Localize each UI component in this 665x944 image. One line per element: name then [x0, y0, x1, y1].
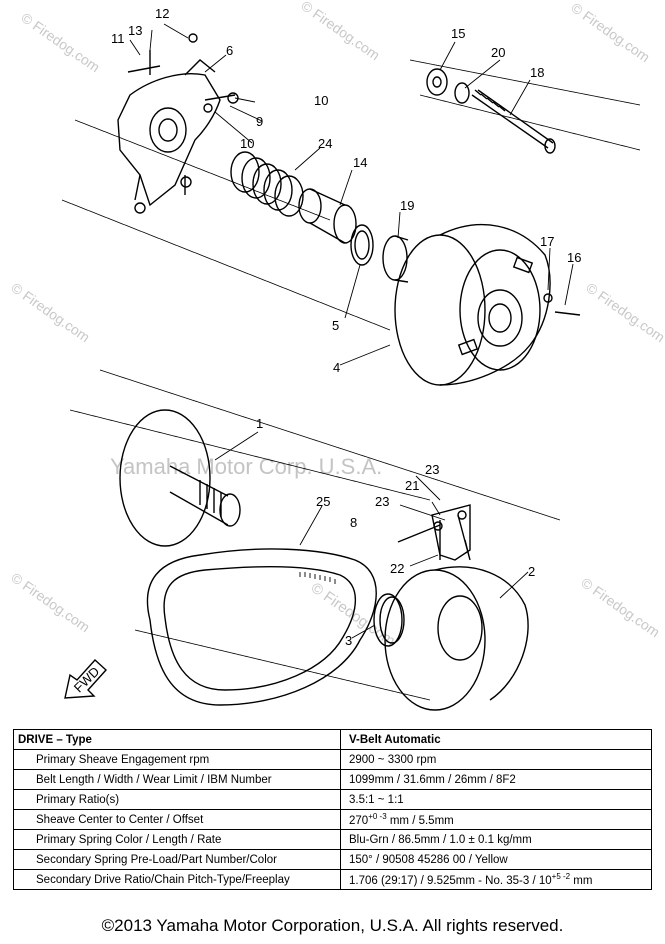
callout-22: 22	[390, 561, 404, 576]
secondary-fixed-sheave	[119, 409, 241, 547]
callout-numbers: 1 2 3 4 5 6 8 9 10 10 11 12 13 14 15 16 …	[111, 6, 581, 648]
callout-25: 25	[316, 494, 330, 509]
primary-sheave-drum	[394, 223, 581, 386]
callout-14: 14	[353, 155, 367, 170]
callout-4: 4	[333, 360, 340, 375]
watermark-site: © Firedog.com	[8, 569, 93, 635]
callout-8: 8	[350, 515, 357, 530]
callout-10: 10	[240, 136, 254, 151]
callout-15: 15	[451, 26, 465, 41]
bolt-assembly	[426, 68, 556, 154]
watermark-site: © Firedog.com	[8, 279, 93, 345]
spec-value: 1099mm / 31.6mm / 26mm / 8F2	[340, 769, 652, 790]
spec-value: 270	[349, 814, 369, 827]
spec-value-suffix: mm / 5.5mm	[386, 814, 454, 827]
drive-spec-table: DRIVE – Type V-Belt Automatic Primary Sh…	[13, 729, 652, 890]
spec-row: Belt Length / Width / Wear Limit / IBM N…	[13, 769, 652, 790]
spec-param: Primary Sheave Engagement rpm	[13, 749, 341, 770]
spec-param: Primary Spring Color / Length / Rate	[13, 829, 341, 850]
v-belt	[146, 548, 377, 706]
collar	[298, 188, 357, 244]
callout-6: 6	[226, 43, 233, 58]
exploded-parts-diagram: © Firedog.com © Firedog.com © Firedog.co…	[8, 0, 665, 711]
callout-12: 12	[155, 6, 169, 21]
callout-2: 2	[528, 564, 535, 579]
spec-param: Secondary Spring Pre-Load/Part Number/Co…	[13, 849, 341, 870]
callout-21: 21	[405, 478, 419, 493]
spec-row: Primary Sheave Engagement rpm 2900 ~ 330…	[13, 749, 652, 770]
spec-param: Sheave Center to Center / Offset	[13, 809, 341, 830]
spec-header-value: V-Belt Automatic	[340, 729, 652, 750]
callout-18: 18	[530, 65, 544, 80]
spec-value: 2900 ~ 3300 rpm	[340, 749, 652, 770]
callout-20: 20	[491, 45, 505, 60]
spec-value-cell: 1.706 (29:17) / 9.525mm - No. 35-3 / 10+…	[340, 869, 652, 890]
spec-param: Secondary Drive Ratio/Chain Pitch-Type/F…	[13, 869, 341, 890]
callout-5: 5	[332, 318, 339, 333]
callout-17: 17	[540, 234, 554, 249]
spec-value: Blu-Grn / 86.5mm / 1.0 ± 0.1 kg/mm	[340, 829, 652, 850]
watermark-site: © Firedog.com	[583, 279, 665, 345]
spec-value-cell: 270+0 -3 mm / 5.5mm	[340, 809, 652, 830]
primary-spring	[230, 151, 304, 217]
copyright-notice: ©2013 Yamaha Motor Corporation, U.S.A. A…	[101, 916, 564, 935]
spec-row: Sheave Center to Center / Offset 270+0 -…	[13, 809, 652, 830]
callout-24: 24	[318, 136, 332, 151]
callout-23: 23	[375, 494, 389, 509]
spec-tolerance: +5 -2	[551, 872, 571, 882]
spec-value: 3.5:1 ~ 1:1	[340, 789, 652, 810]
forward-arrow	[64, 659, 107, 699]
spec-param: Primary Ratio(s)	[13, 789, 341, 810]
spec-row: Primary Spring Color / Length / Rate Blu…	[13, 829, 652, 850]
callout-13: 13	[128, 23, 142, 38]
spec-value-suffix: mm	[570, 874, 593, 887]
spec-tolerance: +0 -3	[368, 812, 387, 822]
watermark-site: © Firedog.com	[578, 574, 663, 640]
callout-9: 9	[256, 114, 263, 129]
callout-3: 3	[345, 633, 352, 648]
primary-sheave-weights	[117, 33, 239, 214]
bushing	[350, 224, 374, 266]
spec-row: Secondary Drive Ratio/Chain Pitch-Type/F…	[13, 869, 652, 890]
watermark-corp: Yamaha Motor Corp. U.S.A.	[110, 454, 382, 479]
spec-param: Belt Length / Width / Wear Limit / IBM N…	[13, 769, 341, 790]
callout-11: 11	[111, 31, 125, 46]
watermark-site: © Firedog.com	[568, 0, 653, 65]
secondary-spring	[373, 593, 403, 647]
spec-value: 1.706 (29:17) / 9.525mm - No. 35-3 / 10	[349, 874, 552, 887]
callout-1: 1	[256, 416, 263, 431]
secondary-sliding-sheave	[384, 504, 529, 711]
leader-lines	[129, 23, 574, 639]
callout-19: 19	[400, 198, 414, 213]
spec-row: Secondary Spring Pre-Load/Part Number/Co…	[13, 849, 652, 870]
spacer-ring	[382, 235, 409, 283]
spec-header-param: DRIVE – Type	[13, 729, 341, 750]
callout-16: 16	[567, 250, 581, 265]
spec-value: 150° / 90508 45286 00 / Yellow	[340, 849, 652, 870]
callout-10: 10	[314, 93, 328, 108]
watermark-site: © Firedog.com	[18, 9, 103, 75]
callout-23: 23	[425, 462, 439, 477]
spec-header-row: DRIVE – Type V-Belt Automatic	[13, 729, 652, 750]
watermark-site: © Firedog.com	[298, 0, 383, 63]
spec-row: Primary Ratio(s) 3.5:1 ~ 1:1	[13, 789, 652, 810]
